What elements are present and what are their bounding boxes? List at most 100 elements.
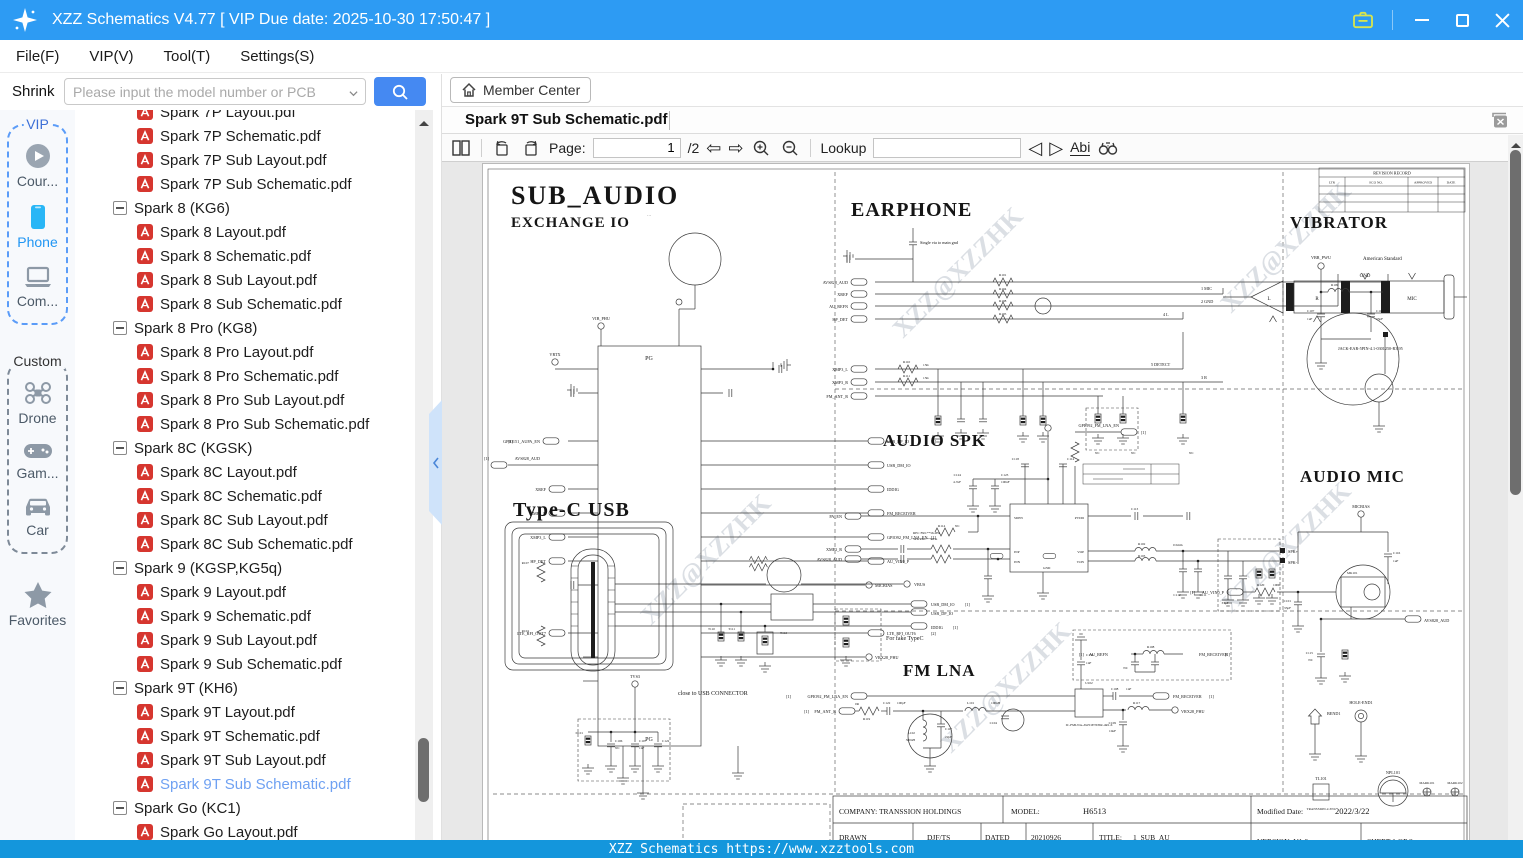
tree-file-row[interactable]: Spark 8 Pro Sub Layout.pdf xyxy=(75,388,433,412)
binoculars-icon[interactable] xyxy=(1097,137,1119,159)
member-center-button[interactable]: Member Center xyxy=(450,77,592,103)
tree-item-label: Spark 8 Schematic.pdf xyxy=(160,247,311,265)
tree-file-row[interactable]: Spark 8C Layout.pdf xyxy=(75,460,433,484)
collapse-icon[interactable] xyxy=(113,681,127,695)
tree-group-row[interactable]: Spark Go (KC1) xyxy=(75,796,433,820)
exchange-io-section: SUB_AUDIO EXCHANGE IO PG PG xyxy=(484,181,936,800)
tree-file-row[interactable]: Spark 8 Sub Schematic.pdf xyxy=(75,292,433,316)
tree-group-row[interactable]: Spark 9 (KGSP,KG5q) xyxy=(75,556,433,580)
page-input[interactable] xyxy=(592,137,681,158)
tree-group-row[interactable]: Spark 8 Pro (KG8) xyxy=(75,316,433,340)
rail-item-game[interactable]: Gam... xyxy=(9,440,66,481)
collapse-panel-handle[interactable] xyxy=(429,400,442,525)
svg-text:U102: U102 xyxy=(1085,681,1093,685)
menu-settings[interactable]: Settings(S) xyxy=(240,47,315,65)
tree-item-label: Spark 9 Schematic.pdf xyxy=(160,607,311,625)
svg-text:VRX28_PHU: VRX28_PHU xyxy=(1181,709,1205,714)
tree-file-row[interactable]: Spark 7P Schematic.pdf xyxy=(75,124,433,148)
tree-file-row[interactable]: Spark 9 Sub Layout.pdf xyxy=(75,628,433,652)
tree-file-row[interactable]: Spark 7P Layout.pdf xyxy=(75,110,433,124)
fm-lna-section: FM LNA [1] AU_REFN R108 FM_RECEIVER[1] xyxy=(786,553,1232,773)
menu-bar: File(F) VIP(V) Tool(T) Settings(S) xyxy=(0,40,1523,73)
tree-file-row[interactable]: Spark 8 Pro Schematic.pdf xyxy=(75,364,433,388)
briefcase-icon[interactable] xyxy=(1352,11,1374,29)
tree-file-row[interactable]: Spark 9T Sub Schematic.pdf xyxy=(75,772,433,796)
tree-file-row[interactable]: Spark Go Layout.pdf xyxy=(75,820,433,840)
search-input[interactable] xyxy=(73,80,341,103)
tree-file-row[interactable]: Spark 7P Sub Schematic.pdf xyxy=(75,172,433,196)
menu-vip[interactable]: VIP(V) xyxy=(89,47,134,65)
svg-text:100K: 100K xyxy=(1273,583,1281,587)
pdf-icon xyxy=(137,152,153,168)
collapse-icon[interactable] xyxy=(113,441,127,455)
prev-page-icon[interactable]: ⇦ xyxy=(706,137,722,158)
two-page-view-icon[interactable] xyxy=(450,137,472,159)
tree-file-row[interactable]: Spark 8 Pro Sub Schematic.pdf xyxy=(75,412,433,436)
close-button[interactable] xyxy=(1491,9,1513,31)
tree-item-label: Spark 9T Layout.pdf xyxy=(160,703,295,721)
svg-text:L101: L101 xyxy=(967,701,974,705)
minimize-button[interactable] xyxy=(1411,9,1433,31)
svg-text:2 GND: 2 GND xyxy=(1201,299,1213,304)
tree-file-row[interactable]: Spark 8C Schematic.pdf xyxy=(75,484,433,508)
tree-file-row[interactable]: Spark 8C Sub Layout.pdf xyxy=(75,508,433,532)
chevron-down-icon[interactable] xyxy=(349,89,358,98)
rail-item-computer[interactable]: Com... xyxy=(9,264,66,309)
tree-file-row[interactable]: Spark 9 Sub Schematic.pdf xyxy=(75,652,433,676)
next-page-icon[interactable]: ⇨ xyxy=(728,137,744,158)
rail-item-car[interactable]: Car xyxy=(9,495,66,538)
tree-file-row[interactable]: Spark 9 Schematic.pdf xyxy=(75,604,433,628)
tree-scrollbar-thumb[interactable] xyxy=(418,738,429,802)
tree-scrollbar[interactable] xyxy=(415,110,433,840)
collapse-icon[interactable] xyxy=(113,321,127,335)
tree-group-row[interactable]: Spark 8 (KG6) xyxy=(75,196,433,220)
viewer-scrollbar-thumb[interactable] xyxy=(1510,150,1521,495)
scroll-up-icon[interactable] xyxy=(419,116,429,126)
tree-item-label: Spark 8 Pro Layout.pdf xyxy=(160,343,314,361)
find-prev-icon[interactable]: ◁ xyxy=(1028,137,1043,158)
tree-file-row[interactable]: Spark 8 Schematic.pdf xyxy=(75,244,433,268)
document-area[interactable]: XZZ@XZZHK XZZ@XZZHK XZZ@XZZHK XZZ@XZZHK … xyxy=(442,162,1523,840)
shrink-button[interactable]: Shrink xyxy=(12,83,55,100)
title-bar: XZZ Schematics V4.77 [ VIP Due date: 202… xyxy=(0,0,1523,40)
tree-file-row[interactable]: Spark 8 Pro Layout.pdf xyxy=(75,340,433,364)
zoom-out-icon[interactable] xyxy=(779,137,801,159)
viewer-scrollbar[interactable] xyxy=(1508,135,1523,840)
tree-file-row[interactable]: Spark 9T Sub Layout.pdf xyxy=(75,748,433,772)
pdf-icon xyxy=(137,368,153,384)
svg-text:VBR_PWU: VBR_PWU xyxy=(1311,255,1331,260)
match-case-button[interactable]: Abi xyxy=(1070,139,1091,156)
tree-file-row[interactable]: Spark 9T Schematic.pdf xyxy=(75,724,433,748)
svg-text:DATED: DATED xyxy=(985,833,1010,840)
tree-group-row[interactable]: Spark 8C (KGSK) xyxy=(75,436,433,460)
tab-active[interactable]: Spark 9T Sub Schematic.pdf xyxy=(465,111,668,128)
tree-group-row[interactable]: Spark 9T (KH6) xyxy=(75,676,433,700)
zoom-in-icon[interactable] xyxy=(750,137,772,159)
rail-item-drone[interactable]: Drone xyxy=(9,379,66,426)
tree-file-row[interactable]: Spark 8 Sub Layout.pdf xyxy=(75,268,433,292)
tree-file-row[interactable]: Spark 7P Sub Layout.pdf xyxy=(75,148,433,172)
tree-file-row[interactable]: Spark 8C Sub Schematic.pdf xyxy=(75,532,433,556)
close-all-tabs-icon[interactable] xyxy=(1490,112,1509,129)
collapse-icon[interactable] xyxy=(113,801,127,815)
tree-file-row[interactable]: Spark 9 Layout.pdf xyxy=(75,580,433,604)
svg-text:JACK-EAR-5PIN-4.1-0301250-R3.9: JACK-EAR-5PIN-4.1-0301250-R3.95 xyxy=(1338,346,1403,351)
maximize-button[interactable] xyxy=(1451,9,1473,31)
rail-item-courses[interactable]: Cour... xyxy=(9,142,66,189)
tree-file-row[interactable]: Spark 8 Layout.pdf xyxy=(75,220,433,244)
menu-file[interactable]: File(F) xyxy=(16,47,60,65)
collapse-icon[interactable] xyxy=(113,201,127,215)
rail-item-favorites[interactable]: Favorites xyxy=(0,580,75,628)
menu-tool[interactable]: Tool(T) xyxy=(163,47,211,65)
lookup-input[interactable] xyxy=(873,137,1022,158)
find-next-icon[interactable]: ▷ xyxy=(1049,137,1064,158)
rail-item-phone[interactable]: Phone xyxy=(9,203,66,250)
collapse-icon[interactable] xyxy=(113,561,127,575)
scroll-up-icon[interactable] xyxy=(1511,138,1521,148)
tree-file-row[interactable]: Spark 9T Layout.pdf xyxy=(75,700,433,724)
search-button[interactable] xyxy=(374,77,426,106)
tree-item-label: Spark 9T Schematic.pdf xyxy=(160,727,320,745)
rotate-right-icon[interactable] xyxy=(520,137,542,159)
rotate-left-icon[interactable] xyxy=(491,137,513,159)
